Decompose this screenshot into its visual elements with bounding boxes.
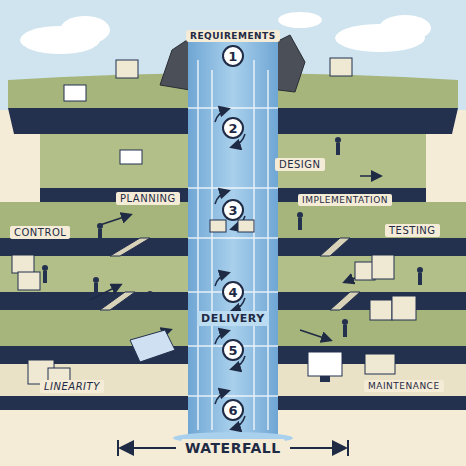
signs <box>64 85 142 164</box>
phase-label: DESIGN <box>275 158 325 171</box>
phase-label: MAINTENANCE <box>364 380 444 392</box>
callout-number: 2 <box>222 117 244 139</box>
callout-number: 3 <box>222 199 244 221</box>
phase-circle: 5 <box>222 339 244 361</box>
phase-circle: 3 <box>222 199 244 221</box>
boxes <box>12 58 416 386</box>
callout-number: 6 <box>222 399 244 421</box>
phase-circle: 2 <box>222 117 244 139</box>
phase-circle: REQUIREMENTS 1 <box>186 30 280 67</box>
water-streaks <box>188 60 278 430</box>
diagram-name: WATERFALL <box>181 439 285 457</box>
people <box>42 137 423 337</box>
callout-number: 4 <box>222 281 244 303</box>
waterfall <box>188 40 278 440</box>
phase-label: IMPLEMENTATION <box>298 194 392 206</box>
cycle-arrows <box>215 109 245 429</box>
callout-number: 1 <box>222 45 244 67</box>
callout-number: 5 <box>222 339 244 361</box>
phase-label: PLANNING <box>116 192 180 205</box>
computer <box>308 352 342 382</box>
phase-circle: 6 <box>222 399 244 421</box>
phase-circle: 4 <box>222 281 244 303</box>
phase-label: DELIVERY <box>197 311 269 326</box>
phase-label: TESTING <box>385 224 440 237</box>
phase-heading: REQUIREMENTS <box>186 30 280 42</box>
waterfall-bracket <box>118 440 348 456</box>
phase-label: LINEARITY <box>40 380 104 393</box>
phase-label: CONTROL <box>10 226 70 239</box>
blueprint <box>130 330 175 362</box>
